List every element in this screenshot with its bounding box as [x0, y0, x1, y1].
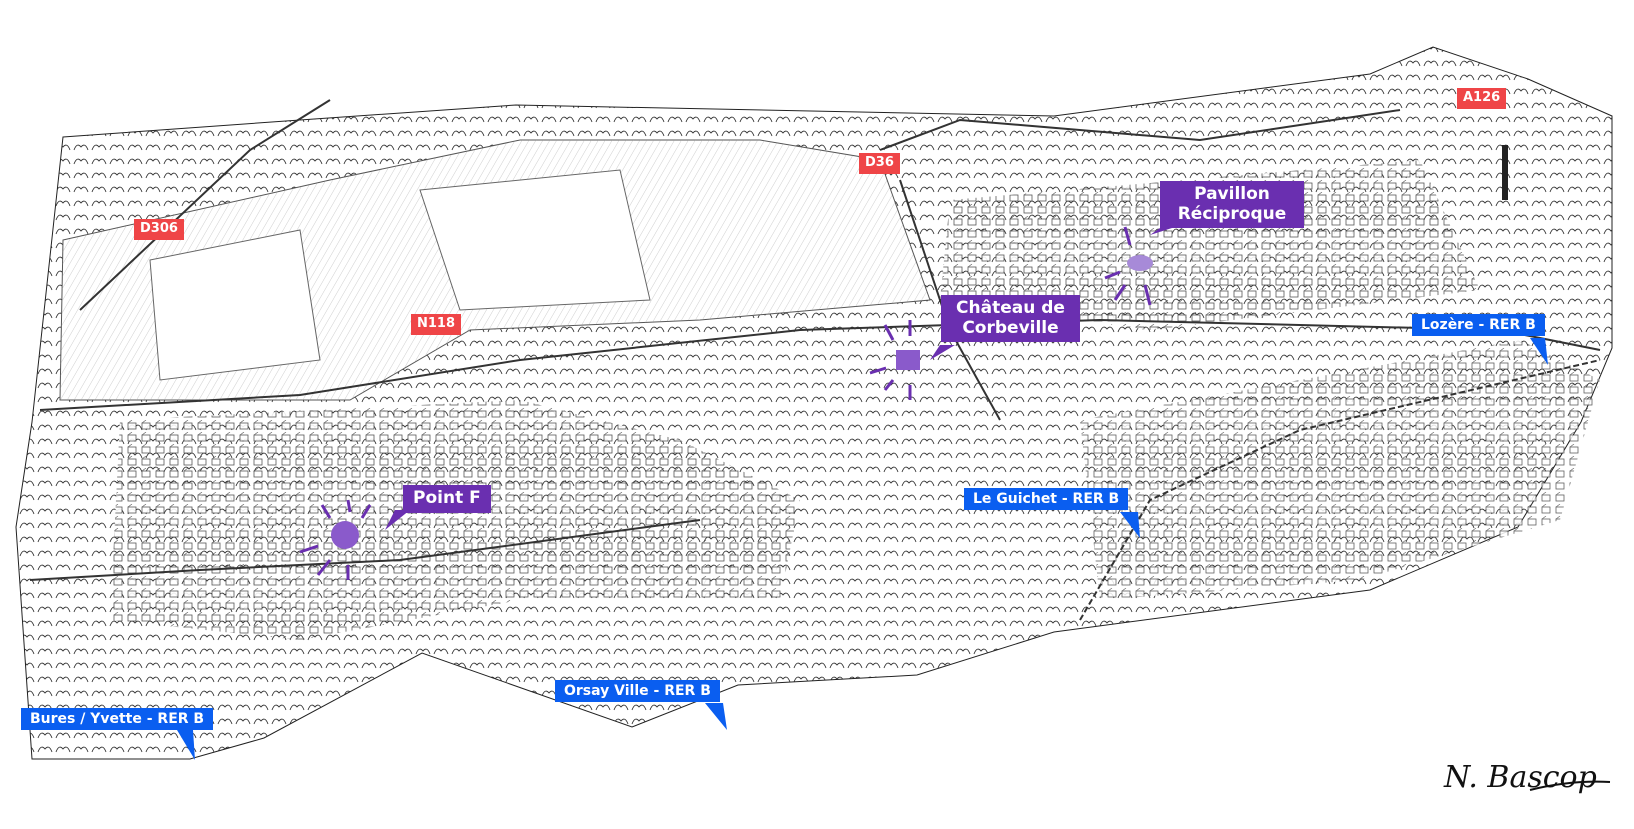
highlight-point-f-icon [299, 499, 372, 580]
label-pointers [177, 228, 1548, 760]
road-label-d36: D36 [859, 153, 900, 174]
place-label-pavillon-reciproque: Pavillon Réciproque [1160, 181, 1304, 229]
signature-underline [1529, 780, 1611, 791]
highlight-chateau-icon [869, 320, 920, 400]
artist-signature: N. Bascop [1444, 760, 1597, 795]
road-label-a126: A126 [1457, 88, 1507, 109]
campus-north [940, 160, 1480, 330]
road-label-d306: D306 [134, 219, 184, 240]
station-label-bures-yvette: Bures / Yvette - RER B [21, 708, 214, 731]
station-label-le-guichet: Le Guichet - RER B [964, 488, 1129, 511]
campus-west [110, 400, 800, 640]
highlight-pavillon-icon [1104, 226, 1153, 306]
place-label-point-f: Point F [403, 485, 491, 513]
station-label-orsay-ville: Orsay Ville - RER B [555, 680, 720, 703]
town-east [1080, 340, 1600, 600]
station-label-lozere: Lozère - RER B [1412, 314, 1545, 337]
place-label-chateau-de-corbeville: Château de Corbeville [941, 295, 1080, 343]
road-label-n118: N118 [411, 314, 462, 335]
